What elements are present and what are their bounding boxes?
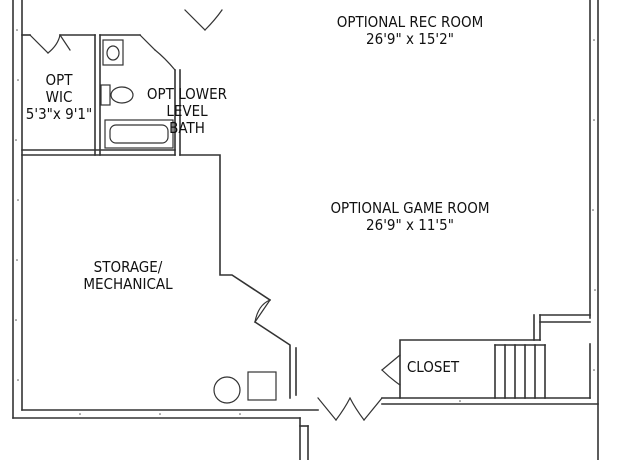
rec-room-size: 26'9" x 15'2" [366, 30, 454, 48]
storage-line2: MECHANICAL [83, 275, 173, 293]
wic-line2: WIC [45, 88, 73, 106]
stairs [494, 344, 546, 399]
bath-line2: LEVEL [166, 102, 208, 120]
game-room-label: OPTIONAL GAME ROOM 26'9" x 11'5" [310, 200, 510, 234]
left-exterior-wall [12, 0, 23, 419]
bath-fixtures [100, 39, 174, 149]
storage-line1: STORAGE/ [93, 258, 163, 276]
game-room-size: 26'9" x 11'5" [366, 216, 454, 234]
bath-line1: OPT LOWER [146, 85, 228, 103]
game-room-name: OPTIONAL GAME ROOM [330, 199, 490, 217]
storage-label: STORAGE/ MECHANICAL [60, 259, 196, 293]
bath-line3: BATH [169, 119, 205, 137]
bath-label: OPT LOWER LEVEL BATH [135, 86, 239, 137]
closet-label: CLOSET [398, 359, 468, 376]
closet-walls [399, 314, 591, 399]
wic-bath-walls [21, 34, 181, 156]
wic-line1: OPT [45, 71, 73, 89]
rec-room-name: OPTIONAL REC ROOM [336, 13, 484, 31]
right-exterior-wall [589, 0, 599, 460]
storage-wall [179, 154, 297, 399]
closet-name: CLOSET [406, 358, 460, 376]
doors [29, 9, 401, 421]
mechanical-equipment [213, 371, 277, 404]
bottom-exterior-wall [12, 397, 599, 460]
rec-room-label: OPTIONAL REC ROOM 26'9" x 15'2" [310, 14, 510, 48]
wic-label: OPT WIC 5'3"x 9'1" [23, 72, 95, 123]
wall-hatch [15, 29, 596, 415]
wic-size: 5'3"x 9'1" [25, 105, 93, 123]
